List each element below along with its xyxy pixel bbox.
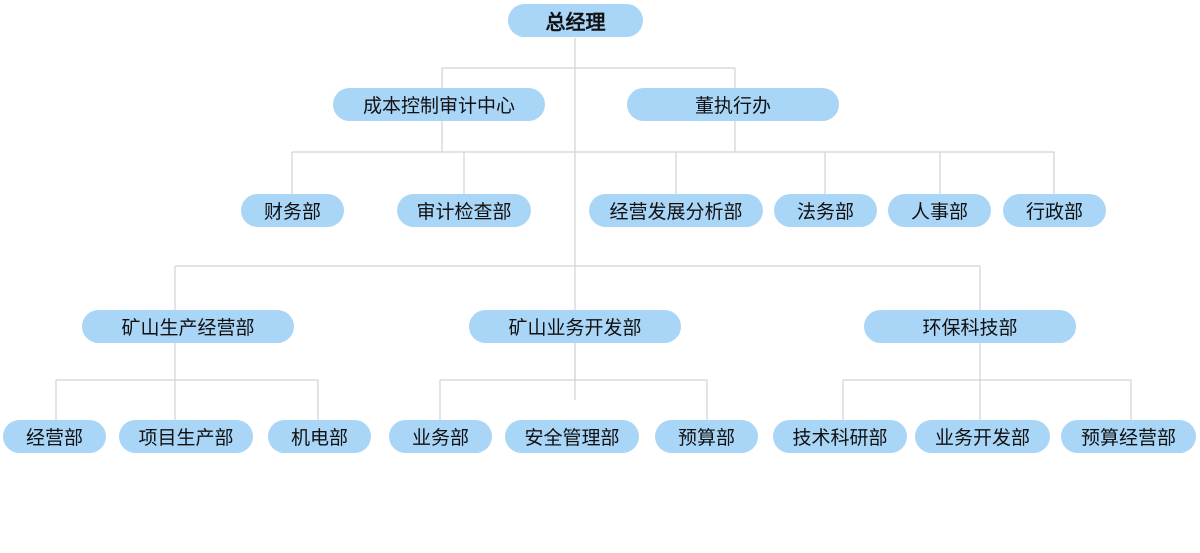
node-project-production-dept[interactable]: 项目生产部	[119, 420, 253, 453]
node-business-development-dept[interactable]: 业务开发部	[915, 420, 1050, 453]
node-label: 安全管理部	[524, 427, 620, 449]
node-label: 成本控制审计中心	[362, 95, 515, 117]
node-label: 经营发展分析部	[609, 201, 743, 223]
node-label: 经营部	[25, 427, 83, 449]
node-label: 业务部	[411, 427, 469, 449]
node-operations-dept[interactable]: 经营部	[3, 420, 106, 453]
node-label: 行政部	[1025, 201, 1083, 223]
node-admin-dept[interactable]: 行政部	[1003, 194, 1106, 227]
connector-cost-control-children	[291, 120, 1055, 194]
node-label: 审计检查部	[416, 201, 512, 223]
node-label: 人事部	[910, 201, 968, 223]
connector-level1	[441, 67, 736, 88]
connector-env-tech-children	[842, 343, 1132, 420]
node-budget-operations-dept[interactable]: 预算经营部	[1061, 420, 1196, 453]
node-label: 环保科技部	[922, 317, 1018, 339]
connector-board-children	[675, 120, 1055, 194]
node-label: 矿山生产经营部	[121, 317, 255, 339]
node-env-tech-dept[interactable]: 环保科技部	[864, 310, 1076, 343]
node-general-manager[interactable]: 总经理	[508, 4, 643, 37]
node-budget-dept[interactable]: 预算部	[655, 420, 758, 453]
node-hr-dept[interactable]: 人事部	[888, 194, 991, 227]
node-label: 项目生产部	[138, 427, 234, 449]
node-label: 总经理	[545, 10, 606, 34]
node-label: 董执行办	[694, 95, 771, 117]
node-mech-elec-dept[interactable]: 机电部	[268, 420, 371, 453]
node-safety-management-dept[interactable]: 安全管理部	[505, 420, 639, 453]
node-business-analysis-dept[interactable]: 经营发展分析部	[589, 194, 763, 227]
node-legal-dept[interactable]: 法务部	[774, 194, 877, 227]
connector-mining-biz-children	[439, 343, 708, 420]
node-label: 预算经营部	[1080, 427, 1176, 449]
node-mining-production-ops-dept[interactable]: 矿山生产经营部	[82, 310, 294, 343]
node-label: 矿山业务开发部	[508, 317, 642, 339]
connector-mining-ops-children	[55, 343, 319, 420]
node-audit-inspection-dept[interactable]: 审计检查部	[397, 194, 531, 227]
node-mining-business-dev-dept[interactable]: 矿山业务开发部	[469, 310, 681, 343]
node-finance-dept[interactable]: 财务部	[241, 194, 344, 227]
node-tech-rd-dept[interactable]: 技术科研部	[773, 420, 907, 453]
node-label: 法务部	[796, 201, 854, 223]
node-cost-control-audit-center[interactable]: 成本控制审计中心	[333, 88, 545, 121]
node-label: 财务部	[263, 201, 321, 223]
node-label: 技术科研部	[792, 427, 888, 449]
node-label: 预算部	[677, 427, 735, 449]
connector-level3	[174, 265, 981, 310]
node-label: 机电部	[290, 427, 348, 449]
node-label: 业务开发部	[934, 427, 1030, 449]
node-business-dept[interactable]: 业务部	[389, 420, 492, 453]
node-board-office[interactable]: 董执行办	[627, 88, 839, 121]
